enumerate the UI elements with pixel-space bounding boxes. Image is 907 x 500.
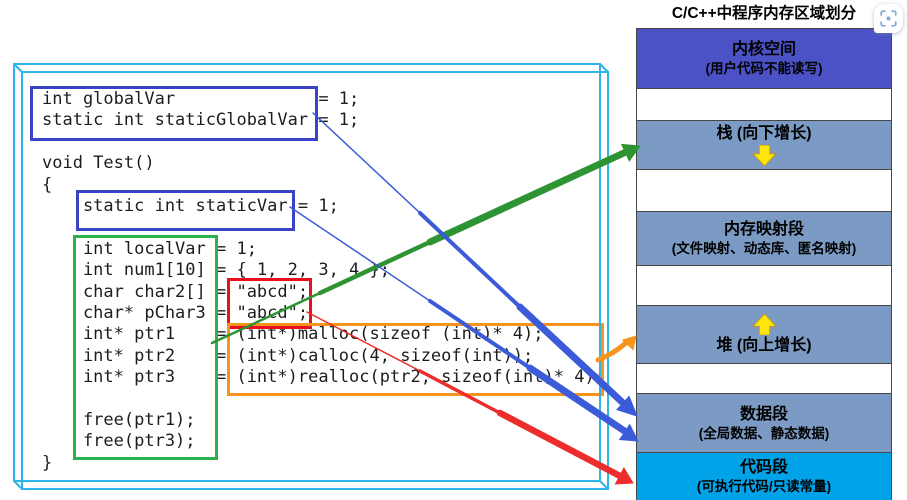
segment-code: 代码段 (可执行代码/只读常量) xyxy=(636,452,892,500)
segment-mmap: 内存映射段 (文件映射、动态库、匿名映射) xyxy=(636,211,892,266)
segment-stack: 栈 (向下增长) xyxy=(636,120,892,170)
segment-sublabel: (用户代码不能读写) xyxy=(705,61,823,76)
segment-label: 栈 (向下增长) xyxy=(716,124,812,142)
locals-box xyxy=(73,235,218,460)
string-literal-box xyxy=(227,278,312,329)
memory-column: 内核空间 (用户代码不能读写) 栈 (向下增长) 内存映射段 (文件映射、动态库… xyxy=(636,28,892,500)
segment-gap xyxy=(636,363,892,394)
segment-sublabel: (文件映射、动态库、匿名映射) xyxy=(671,241,857,256)
segment-gap xyxy=(636,88,892,121)
segment-gap xyxy=(636,169,892,212)
static-var-box xyxy=(76,190,295,231)
globals-box xyxy=(30,86,318,141)
code-line: void Test() xyxy=(42,153,155,174)
segment-kernel: 内核空间 (用户代码不能读写) xyxy=(636,28,892,89)
image-search-button[interactable] xyxy=(874,4,903,33)
heap-alloc-box xyxy=(227,323,604,396)
diagram-title: C/C++中程序内存区域划分 xyxy=(671,5,857,22)
segment-heap: 堆 (向上增长) xyxy=(636,305,892,364)
segment-data: 数据段 (全局数据、静态数据) xyxy=(636,393,892,453)
viewfinder-icon xyxy=(880,10,897,27)
grow-down-arrow-icon xyxy=(751,144,777,166)
segment-label: 堆 (向上增长) xyxy=(716,337,812,354)
segment-label: 内核空间 xyxy=(731,41,796,58)
segment-gap xyxy=(636,265,892,306)
code-line: } xyxy=(42,452,53,473)
code-line: { xyxy=(42,174,53,195)
segment-sublabel: (全局数据、静态数据) xyxy=(698,425,830,441)
segment-sublabel: (可执行代码/只读常量) xyxy=(696,479,832,494)
segment-label: 数据段 xyxy=(739,405,788,423)
segment-label: 内存映射段 xyxy=(723,221,804,238)
segment-label: 代码段 xyxy=(739,459,788,476)
grow-up-arrow-icon xyxy=(751,314,777,335)
